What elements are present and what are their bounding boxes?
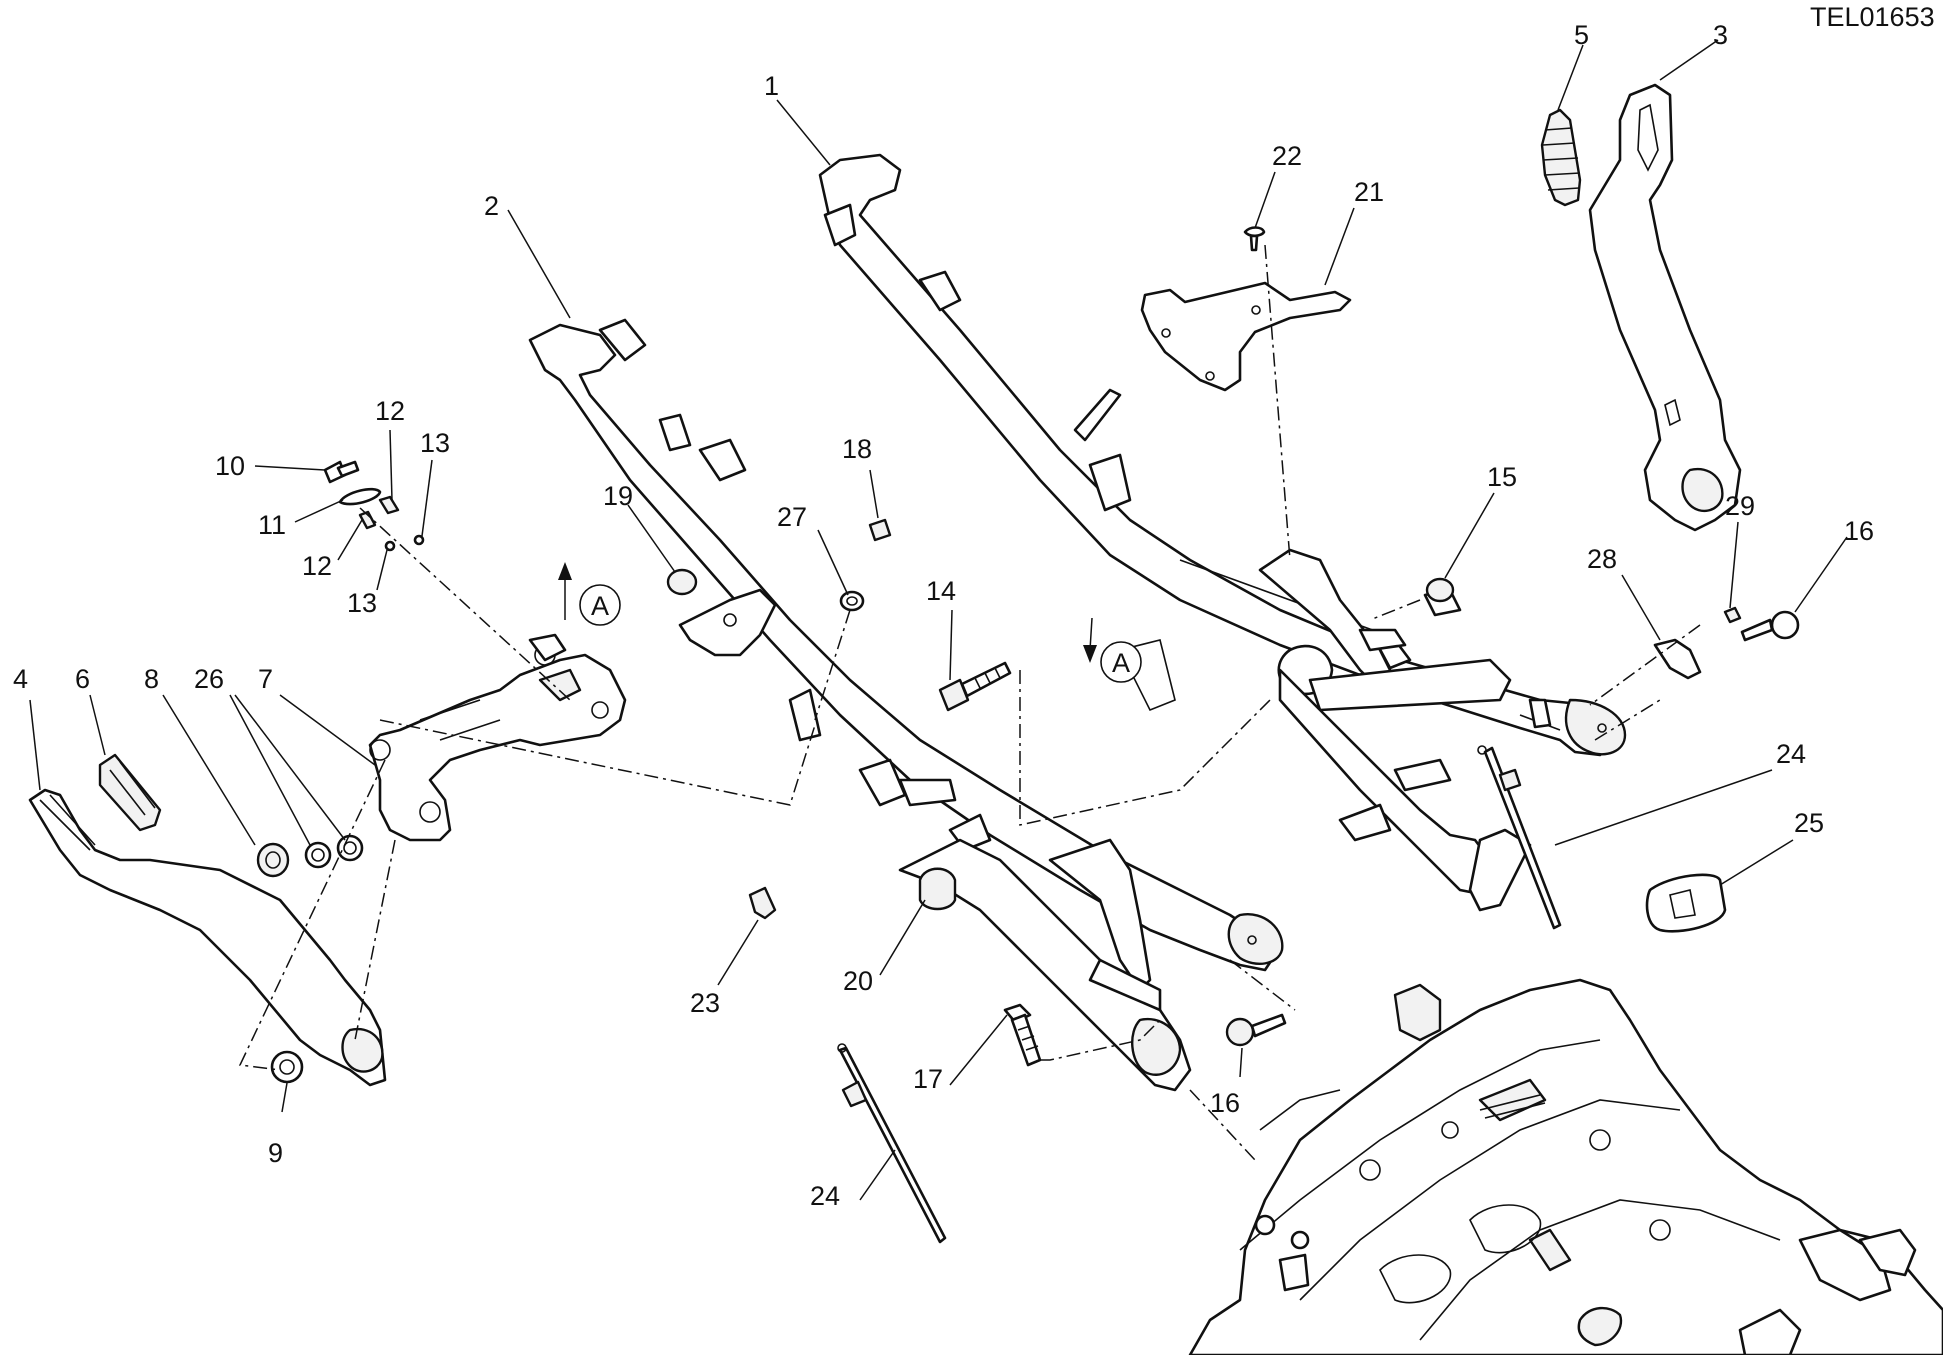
callout-23: 23 — [690, 988, 720, 1018]
bush-19 — [666, 568, 698, 596]
screw-22 — [1243, 226, 1266, 252]
callout-9: 9 — [268, 1138, 283, 1168]
bolt-16a — [1740, 610, 1800, 642]
callout-1: 1 — [764, 71, 779, 101]
callout-14: 14 — [926, 576, 956, 606]
callout-5: 5 — [1574, 20, 1589, 50]
cover-25 — [1645, 873, 1727, 933]
heel-guard-3 — [1588, 83, 1742, 532]
callout-7: 7 — [258, 664, 273, 694]
footpeg-lever-4 — [28, 788, 387, 1087]
bush-15 — [1425, 577, 1455, 603]
callout-16a: 16 — [1844, 516, 1874, 546]
callout-18: 18 — [842, 434, 872, 464]
callout-28: 28 — [1587, 544, 1617, 574]
callout-12a: 12 — [375, 396, 405, 426]
callout-13a: 13 — [420, 428, 450, 458]
callout-13b: 13 — [347, 588, 377, 618]
engine-block — [1188, 978, 1943, 1355]
spacer-8 — [256, 842, 290, 878]
callout-4: 4 — [13, 664, 28, 694]
cable-tie-24a — [1477, 745, 1562, 930]
callout-26: 26 — [194, 664, 224, 694]
washer-26b — [336, 834, 364, 862]
rubber-5 — [1540, 108, 1582, 207]
svg-text:A: A — [1112, 648, 1130, 678]
section-marker-a-upper: A — [558, 562, 621, 626]
callout-11: 11 — [258, 510, 286, 540]
callout-15: 15 — [1487, 462, 1517, 492]
washer-27 — [839, 590, 865, 612]
bolt-14 — [938, 661, 1012, 712]
callout-17: 17 — [913, 1064, 943, 1094]
callout-3: 3 — [1713, 20, 1728, 50]
callout-25: 25 — [1794, 808, 1824, 838]
screw-18 — [868, 518, 892, 542]
svg-text:A: A — [591, 591, 609, 621]
frame-upper-tube — [818, 153, 1627, 757]
assembly-axes — [238, 244, 1701, 1161]
frame-lower-tube — [528, 318, 1284, 972]
callout-8: 8 — [144, 664, 159, 694]
clip-28 — [1653, 638, 1702, 680]
callout-2: 2 — [484, 191, 499, 221]
screw-10 — [323, 460, 360, 484]
bolt-17 — [1003, 1003, 1042, 1067]
ball-13b — [384, 540, 396, 552]
footpeg-bracket-7 — [368, 633, 627, 842]
callout-10: 10 — [215, 451, 245, 481]
callout-27: 27 — [777, 502, 807, 532]
bolt-16b — [1225, 1013, 1287, 1047]
callout-24a: 24 — [1776, 739, 1806, 769]
spacer-9 — [270, 1050, 304, 1084]
bush-20 — [918, 867, 957, 911]
clip-23 — [748, 886, 777, 920]
callout-19: 19 — [603, 481, 633, 511]
cable-tie-24b — [837, 1043, 947, 1244]
plate-21 — [1140, 281, 1352, 392]
callout-6: 6 — [75, 664, 90, 694]
washer-26a — [304, 841, 332, 869]
leader-lines — [29, 39, 1848, 1201]
drawing-code: TEL01653 — [1810, 2, 1935, 32]
callout-16b: 16 — [1210, 1088, 1240, 1118]
bracket-19-mount — [678, 588, 777, 657]
ball-13a — [413, 534, 425, 546]
callout-12b: 12 — [302, 551, 332, 581]
callout-24b: 24 — [810, 1181, 840, 1211]
callout-22: 22 — [1272, 141, 1302, 171]
callout-29: 29 — [1725, 491, 1755, 521]
frame-cross-members — [898, 548, 1552, 1092]
section-marker-a-lower: A — [1083, 617, 1142, 683]
plate-11 — [338, 487, 382, 506]
callout-numbers: 1 2 3 4 5 6 7 8 9 10 11 12 12 13 13 14 1… — [13, 20, 1874, 1211]
callout-21: 21 — [1354, 177, 1384, 207]
spring-12a — [378, 495, 400, 515]
callout-20: 20 — [843, 966, 873, 996]
rubber-6 — [98, 753, 162, 832]
screw-29 — [1723, 606, 1742, 624]
